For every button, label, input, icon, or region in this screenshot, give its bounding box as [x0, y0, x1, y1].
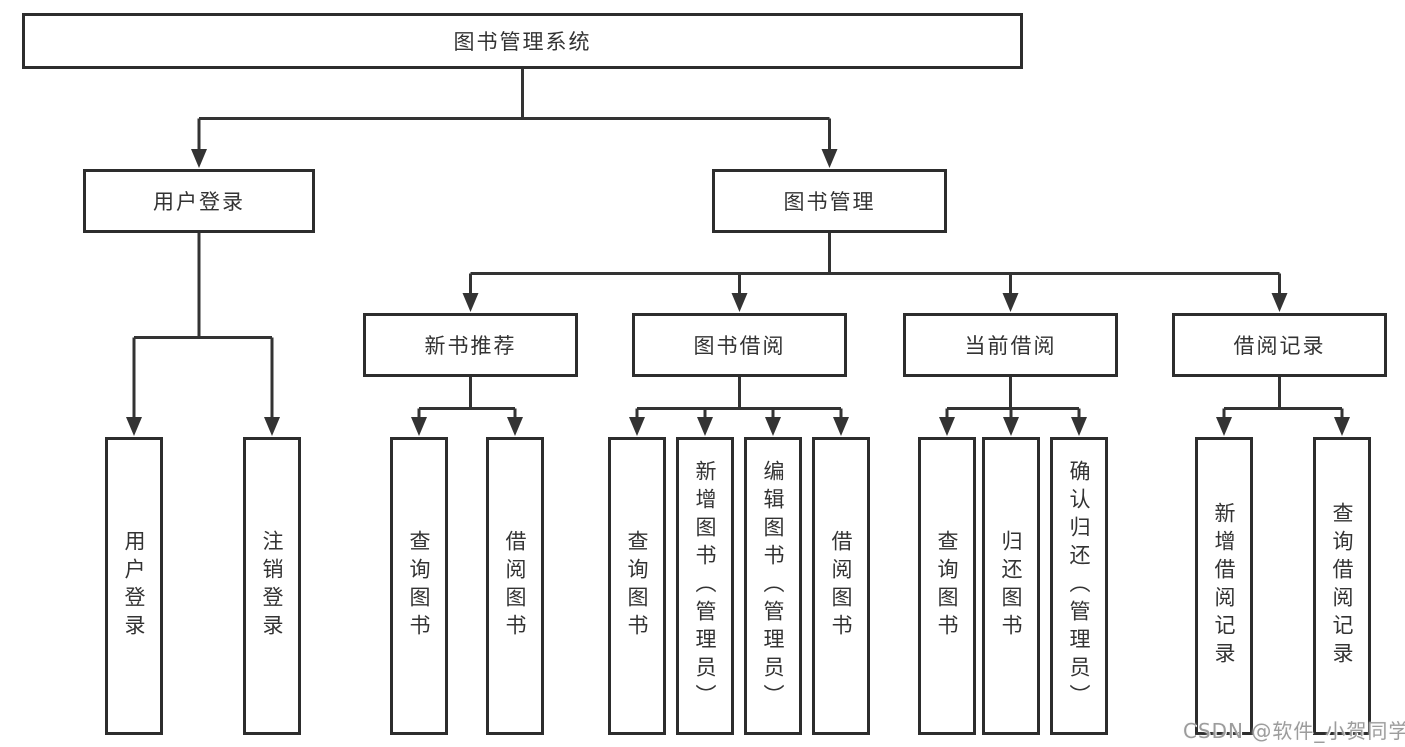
leaf-return-book: 归还图书	[982, 437, 1040, 735]
leaf-query-borrow-record-label: 查询借阅记录	[1330, 502, 1355, 670]
node-user-login: 用户登录	[83, 169, 315, 233]
node-library-system: 图书管理系统	[22, 13, 1023, 69]
leaf-query-books-borrowing-label: 查询图书	[625, 530, 650, 642]
leaf-add-borrow-record-label: 新增借阅记录	[1212, 502, 1237, 670]
leaf-add-book-admin-label: 新增图书（管理员）	[693, 460, 718, 712]
leaf-add-borrow-record: 新增借阅记录	[1195, 437, 1253, 735]
node-current-borrowing: 当前借阅	[903, 313, 1118, 377]
leaf-add-book-admin: 新增图书（管理员）	[676, 437, 734, 735]
leaf-borrow-books-recommend: 借阅图书	[486, 437, 544, 735]
leaf-logout: 注销登录	[243, 437, 301, 735]
node-book-borrowing: 图书借阅	[632, 313, 847, 377]
leaf-query-borrow-record: 查询借阅记录	[1313, 437, 1371, 735]
leaf-query-books-borrowing: 查询图书	[608, 437, 666, 735]
leaf-borrow-books-recommend-label: 借阅图书	[503, 530, 528, 642]
tree-edges	[132, 67, 1344, 421]
node-book-management-label: 图书管理	[783, 190, 876, 214]
leaf-edit-book-admin: 编辑图书（管理员）	[744, 437, 802, 735]
node-new-book-recommend: 新书推荐	[363, 313, 578, 377]
leaf-logout-label: 注销登录	[260, 530, 285, 642]
leaf-query-books-current-label: 查询图书	[935, 530, 960, 642]
leaf-edit-book-admin-label: 编辑图书（管理员）	[761, 460, 786, 712]
csdn-watermark: CSDN @软件_小贺同学	[1183, 719, 1405, 743]
leaf-confirm-return-admin-label: 确认归还（管理员）	[1067, 460, 1092, 712]
node-book-management: 图书管理	[712, 169, 947, 233]
leaf-user-login: 用户登录	[105, 437, 163, 735]
leaf-borrow-books-borrowing-label: 借阅图书	[829, 530, 854, 642]
node-new-book-recommend-label: 新书推荐	[424, 334, 517, 358]
node-user-login-label: 用户登录	[153, 190, 245, 214]
leaf-return-book-label: 归还图书	[999, 530, 1024, 642]
leaf-user-login-label: 用户登录	[122, 530, 147, 642]
leaf-query-books-current: 查询图书	[918, 437, 976, 735]
node-borrowing-records: 借阅记录	[1172, 313, 1387, 377]
node-borrowing-records-label: 借阅记录	[1233, 334, 1326, 358]
leaf-borrow-books-borrowing: 借阅图书	[812, 437, 870, 735]
leaf-query-books-recommend: 查询图书	[390, 437, 448, 735]
node-current-borrowing-label: 当前借阅	[964, 334, 1057, 358]
node-book-borrowing-label: 图书借阅	[693, 334, 786, 358]
node-library-system-label: 图书管理系统	[453, 30, 592, 54]
leaf-confirm-return-admin: 确认归还（管理员）	[1050, 437, 1108, 735]
leaf-query-books-recommend-label: 查询图书	[407, 530, 432, 642]
